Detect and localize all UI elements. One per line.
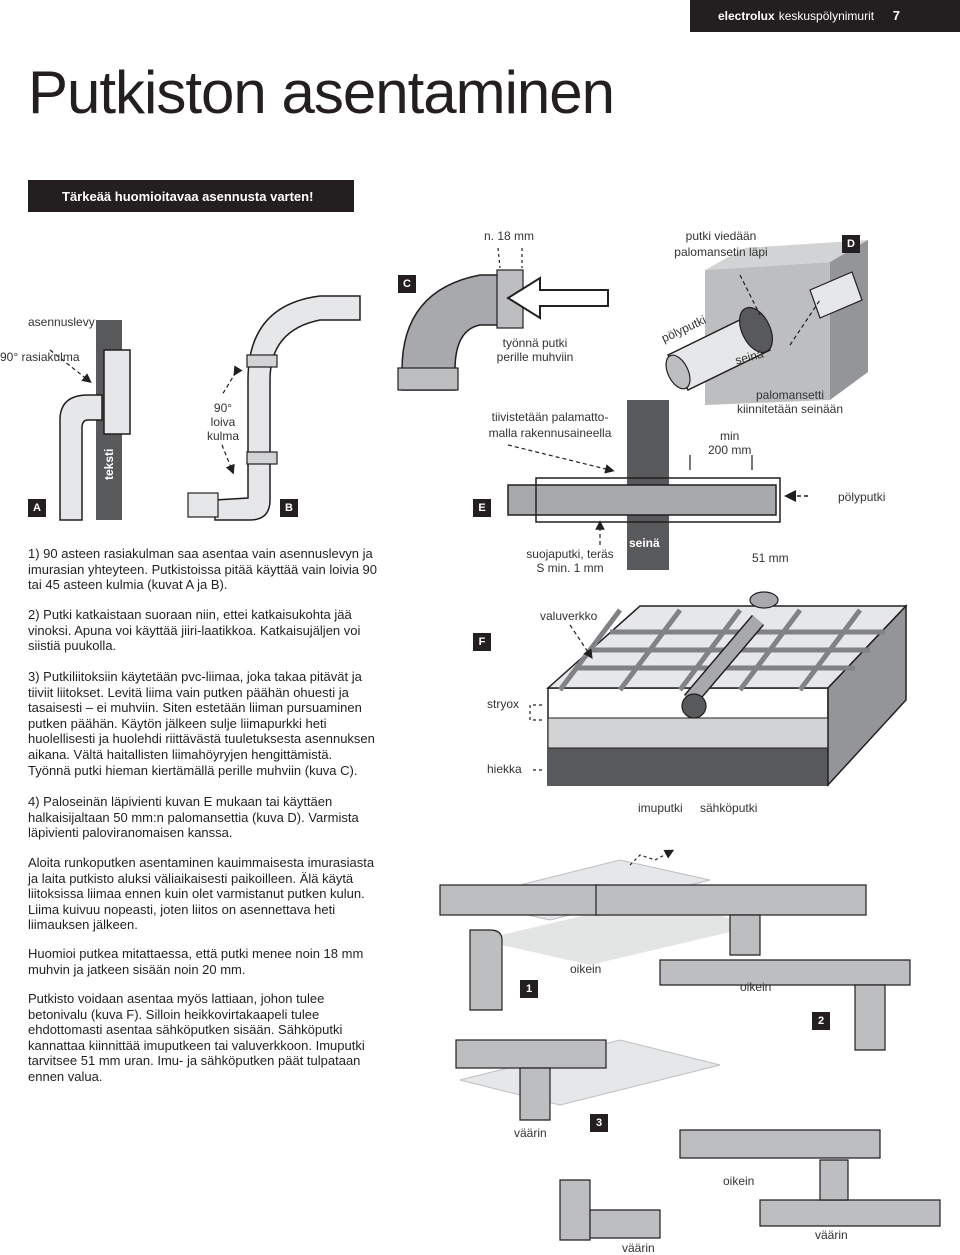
label-sahkoputki: sähköputki <box>700 801 758 815</box>
label-51mm: 51 mm <box>752 551 789 565</box>
label-rasiakulma: 90° rasiakulma <box>0 350 80 364</box>
figure-label-e: E <box>473 499 491 517</box>
figure-label-c: C <box>398 275 416 293</box>
label-tyonna-1: työnnä putki <box>502 336 568 350</box>
figure-label-2: 2 <box>812 1012 830 1030</box>
paragraph-1: 1) 90 asteen rasiakulman saa asentaa vai… <box>28 546 378 593</box>
figure-a-drawing <box>49 320 131 521</box>
label-hiekka: hiekka <box>487 762 522 776</box>
label-tyonna-2: perille muhviin <box>496 350 574 364</box>
paragraph-6: Huomioi putkea mitattaessa, että putki m… <box>28 946 364 977</box>
label-putki-viedaan-1: putki viedään <box>685 229 757 243</box>
figure-label-f: F <box>473 633 491 651</box>
figure-e-drawing <box>507 400 808 570</box>
paragraph-7: Putkisto voidaan asentaa myös lattiaan, … <box>28 991 365 1084</box>
label-seina-e: seinä <box>629 536 660 550</box>
label-loiva-2: loiva <box>210 415 236 429</box>
label-oikein-2: oikein <box>740 980 772 994</box>
label-asennuslevy: asennuslevy <box>28 315 95 329</box>
figure-b-drawing <box>187 295 361 521</box>
label-min: min <box>720 429 740 443</box>
label-oikein-1: oikein <box>570 962 602 976</box>
label-palomansetti-2: kiinnitetään seinään <box>736 402 844 416</box>
label-palomansetti-1: palomansetti <box>755 388 825 402</box>
label-n18: n. 18 mm <box>484 229 535 243</box>
brand-name: electrolux <box>718 9 775 23</box>
figure-c-drawing <box>397 247 609 391</box>
label-min-200: 200 mm <box>708 443 752 457</box>
figure-label-d: D <box>842 235 860 253</box>
label-tiivistetaan-2: malla rakennusaineella <box>488 426 612 440</box>
paragraph-3: 3) Putkiliitoksiin käytetään pvc-liimaa,… <box>28 669 375 778</box>
header-bar: electrolux keskuspölynimurit 7 <box>690 0 960 32</box>
label-suojaputki-2: S min. 1 mm <box>536 561 604 575</box>
figure-label-1: 1 <box>520 980 538 998</box>
label-vaarin-3: väärin <box>622 1241 655 1255</box>
label-tiivistetaan-1: tiivistetään palamatto- <box>491 410 609 424</box>
label-putki-viedaan-2: palomansetin läpi <box>674 245 768 259</box>
paragraph-5: Aloita runkoputken asentaminen kauimmais… <box>28 855 375 933</box>
important-banner: Tärkeää huomioitavaa asennusta varten! <box>28 180 354 212</box>
brand-subtitle: keskuspölynimurit <box>778 9 875 23</box>
label-valuverkko: valuverkko <box>540 609 598 623</box>
label-suojaputki-1: suojaputki, teräs <box>526 547 614 561</box>
label-teksti: teksti <box>102 448 116 480</box>
figure-label-a: A <box>28 499 46 517</box>
label-imuputki: imuputki <box>638 801 683 815</box>
label-polyputki-e: pölyputki <box>838 490 886 504</box>
label-oikein-3: oikein <box>723 1174 755 1188</box>
page-title: Putkiston asentaminen <box>28 59 615 126</box>
figure-d-drawing <box>665 240 868 405</box>
label-loiva-1: 90° <box>213 401 233 415</box>
paragraph-2: 2) Putki katkaistaan suoraan niin, ettei… <box>28 607 361 654</box>
figure-f-drawing <box>529 591 908 787</box>
joint-diagrams <box>439 849 941 1241</box>
label-loiva-3: kulma <box>206 429 239 443</box>
label-stryox: stryox <box>487 697 520 711</box>
label-vaarin-1: väärin <box>514 1126 547 1140</box>
paragraph-4: 4) Paloseinän läpivienti kuvan E mukaan … <box>28 794 359 841</box>
figure-label-b: B <box>280 499 298 517</box>
figure-label-3: 3 <box>590 1114 608 1132</box>
label-vaarin-2: väärin <box>815 1228 848 1242</box>
page-number: 7 <box>892 8 900 23</box>
